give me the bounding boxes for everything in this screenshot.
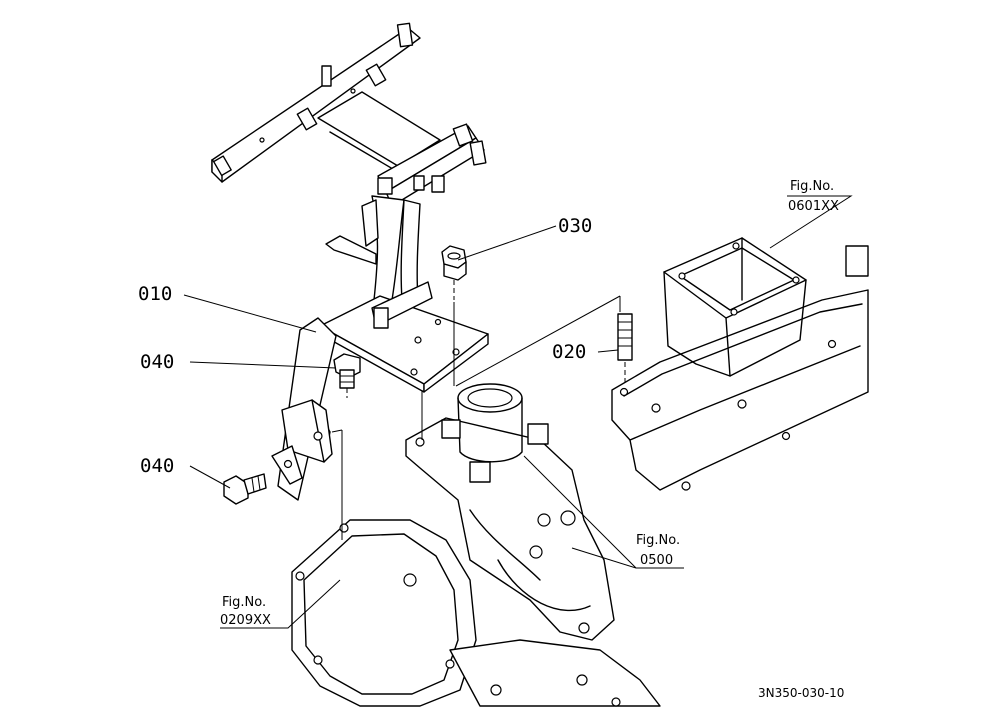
bolt-040-lower [223,473,267,505]
callout-010: 010 [138,283,172,305]
fig-ref-gear-case-prefix: Fig.No. [222,595,266,610]
fig-ref-manifold-prefix: Fig.No. [790,179,834,194]
callout-020: 020 [552,341,586,363]
callout-040-lower: 040 [140,455,174,477]
manifold [611,237,869,491]
fig-ref-gear-case-number: 0209XX [220,613,271,628]
bolt-040-upper [333,353,361,398]
alignment-lines [331,295,621,540]
drawing-code: 3N350-030-10 [758,686,844,700]
nut-030 [441,245,467,300]
pump-housing [405,383,615,641]
fig-ref-manifold-number: 0601XX [788,199,839,214]
callout-030: 030 [558,215,592,237]
stud-020 [617,313,633,384]
callout-040-upper: 040 [140,351,174,373]
leader-lines [183,195,853,629]
fig-ref-pump-number: 0500 [640,553,673,568]
bracket-assembly [211,22,489,501]
fig-ref-pump-prefix: Fig.No. [636,533,680,548]
gear-case [291,519,661,707]
